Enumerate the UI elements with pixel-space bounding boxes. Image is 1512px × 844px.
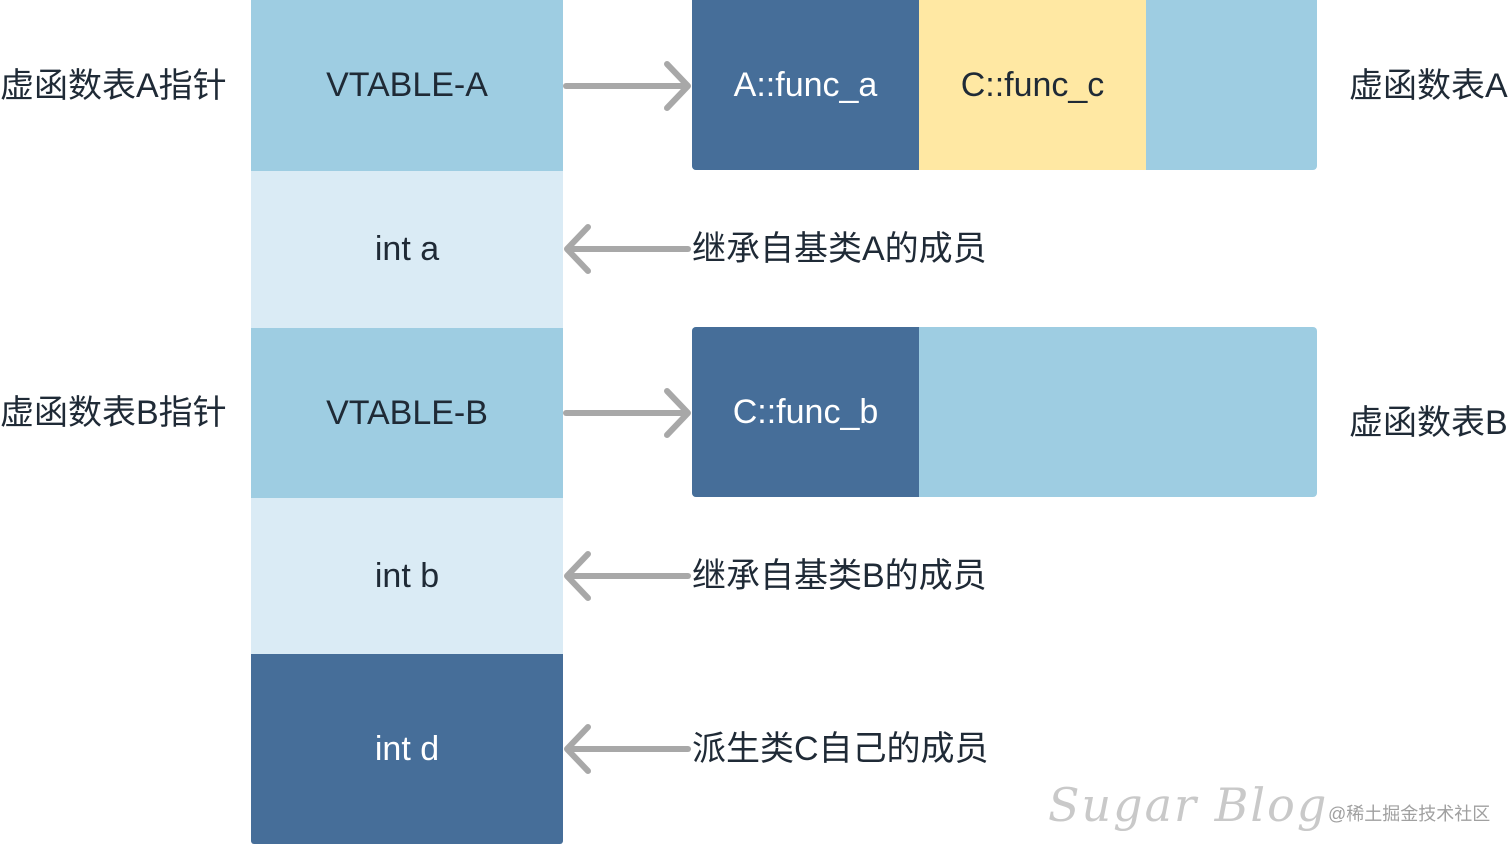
label-inherited-b: 继承自基类B的成员	[692, 557, 987, 595]
label-vptr-a: 虚函数表A指针	[0, 67, 227, 105]
label-own-c: 派生类C自己的成员	[692, 730, 989, 768]
cell-vtable-b: VTABLE-B	[251, 328, 563, 498]
arrow-to-vtable-a	[563, 61, 691, 111]
watermark-signature: Sugar Blog	[1048, 778, 1329, 832]
cell-int-d: int d	[251, 654, 563, 844]
vtable-b-entry-func-b: C::func_b	[692, 327, 919, 497]
cell-vtable-a: VTABLE-A	[251, 0, 563, 171]
label-vptr-b: 虚函数表B指针	[0, 394, 227, 432]
cell-int-b: int b	[251, 498, 563, 654]
label-inherited-a: 继承自基类A的成员	[692, 230, 987, 268]
vtable-a-entry-func-a: A::func_a	[692, 0, 919, 170]
arrow-member-a	[564, 224, 691, 274]
label-vtable-a: 虚函数表A	[1349, 67, 1508, 105]
arrow-member-d	[564, 724, 691, 774]
cell-int-a: int a	[251, 171, 563, 328]
arrow-member-b	[564, 551, 691, 601]
arrow-to-vtable-b	[563, 388, 691, 438]
vtable-a-entry-func-c: C::func_c	[919, 0, 1146, 170]
label-vtable-b: 虚函数表B	[1349, 404, 1508, 442]
watermark-credit: @稀土掘金技术社区	[1328, 804, 1491, 824]
